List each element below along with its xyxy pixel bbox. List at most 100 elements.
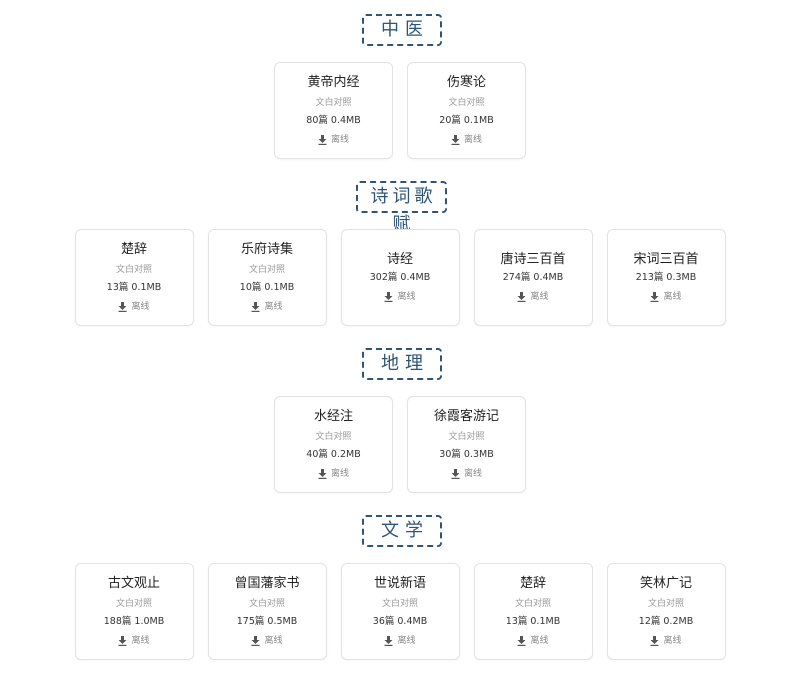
book-title: 宋词三百首 (633, 252, 699, 267)
book-subtitle: 文白对照 (448, 98, 485, 108)
offline-label: 离线 (463, 469, 482, 479)
book-title: 古文观止 (107, 576, 160, 591)
book-meta: 30篇 0.3MB (439, 449, 494, 460)
book-title: 水经注 (313, 409, 353, 424)
category-header: 中医 (362, 14, 442, 46)
offline-label: 离线 (530, 636, 549, 646)
offline-download-button[interactable]: 离线 (451, 134, 482, 146)
book-subtitle: 文白对照 (381, 599, 418, 609)
offline-download-button[interactable]: 离线 (251, 635, 283, 647)
book-title: 伤寒论 (446, 75, 486, 90)
offline-download-button[interactable]: 离线 (251, 301, 283, 313)
book-title: 乐府诗集 (240, 242, 293, 257)
offline-label: 离线 (530, 292, 549, 302)
download-icon (118, 302, 127, 312)
book-meta: 13篇 0.1MB (505, 616, 561, 627)
offline-download-button[interactable]: 离线 (517, 291, 549, 303)
book-card[interactable]: 笑林广记 文白对照 12篇 0.2MB 离线 (606, 563, 726, 660)
download-icon (251, 302, 260, 312)
offline-download-button[interactable]: 离线 (384, 635, 416, 647)
book-card[interactable]: 徐霞客游记 文白对照 30篇 0.3MB 离线 (407, 396, 526, 493)
download-icon (384, 636, 393, 646)
offline-label: 离线 (397, 292, 416, 302)
book-title: 笑林广记 (639, 576, 692, 591)
book-meta: 40篇 0.2MB (306, 449, 361, 460)
offline-download-button[interactable]: 离线 (384, 291, 416, 303)
book-title: 诗经 (386, 252, 413, 267)
offline-label: 离线 (330, 469, 349, 479)
book-subtitle: 文白对照 (248, 265, 285, 275)
offline-label: 离线 (264, 636, 283, 646)
offline-download-button[interactable]: 离线 (318, 134, 349, 146)
download-icon (517, 636, 526, 646)
book-card[interactable]: 曾国藩家书 文白对照 175篇 0.5MB 离线 (207, 563, 327, 660)
download-icon (650, 292, 659, 302)
book-list: 楚辞 文白对照 13篇 0.1MB 离线 乐府诗集 文白对照 10篇 0.1MB… (0, 229, 800, 326)
offline-download-button[interactable]: 离线 (118, 635, 150, 647)
book-card[interactable]: 楚辞 文白对照 13篇 0.1MB 离线 (473, 563, 593, 660)
book-subtitle: 文白对照 (115, 599, 152, 609)
offline-download-button[interactable]: 离线 (650, 291, 682, 303)
book-title: 曾国藩家书 (234, 576, 300, 591)
book-card[interactable]: 黄帝内经 文白对照 80篇 0.4MB 离线 (274, 62, 393, 159)
offline-label: 离线 (463, 135, 482, 145)
book-card[interactable]: 乐府诗集 文白对照 10篇 0.1MB 离线 (207, 229, 327, 326)
offline-download-button[interactable]: 离线 (517, 635, 549, 647)
book-meta: 12篇 0.2MB (638, 616, 694, 627)
download-icon (318, 469, 327, 479)
offline-label: 离线 (264, 302, 283, 312)
download-icon (118, 636, 127, 646)
book-card[interactable]: 宋词三百首 213篇 0.3MB 离线 (606, 229, 726, 326)
book-list: 黄帝内经 文白对照 80篇 0.4MB 离线 伤寒论 文白对照 20篇 0.1M… (0, 62, 800, 159)
book-title: 楚辞 (120, 242, 147, 257)
book-meta: 302篇 0.4MB (369, 272, 431, 283)
book-subtitle: 文白对照 (647, 599, 684, 609)
book-card[interactable]: 世说新语 文白对照 36篇 0.4MB 离线 (340, 563, 460, 660)
book-subtitle: 文白对照 (448, 432, 485, 442)
book-card[interactable]: 唐诗三百首 274篇 0.4MB 离线 (473, 229, 593, 326)
book-card[interactable]: 伤寒论 文白对照 20篇 0.1MB 离线 (407, 62, 526, 159)
book-subtitle: 文白对照 (315, 432, 352, 442)
book-title: 唐诗三百首 (500, 252, 566, 267)
book-meta: 10篇 0.1MB (239, 282, 295, 293)
download-icon (517, 292, 526, 302)
offline-download-button[interactable]: 离线 (318, 468, 349, 480)
download-icon (451, 469, 460, 479)
offline-label: 离线 (131, 302, 150, 312)
download-icon (251, 636, 260, 646)
book-card[interactable]: 古文观止 文白对照 188篇 1.0MB 离线 (74, 563, 194, 660)
offline-label: 离线 (397, 636, 416, 646)
download-icon (384, 292, 393, 302)
book-title: 黄帝内经 (307, 75, 360, 90)
book-subtitle: 文白对照 (514, 599, 551, 609)
book-meta: 188篇 1.0MB (103, 616, 165, 627)
download-icon (318, 135, 327, 145)
offline-download-button[interactable]: 离线 (451, 468, 482, 480)
book-card[interactable]: 诗经 302篇 0.4MB 离线 (340, 229, 460, 326)
download-icon (451, 135, 460, 145)
book-meta: 80篇 0.4MB (306, 115, 361, 126)
book-title: 楚辞 (519, 576, 546, 591)
book-meta: 13篇 0.1MB (106, 282, 162, 293)
offline-label: 离线 (663, 292, 682, 302)
book-list: 水经注 文白对照 40篇 0.2MB 离线 徐霞客游记 文白对照 30篇 0.3… (0, 396, 800, 493)
category-header: 诗词歌赋 (356, 181, 447, 235)
book-meta: 175篇 0.5MB (236, 616, 298, 627)
offline-download-button[interactable]: 离线 (650, 635, 682, 647)
offline-label: 离线 (131, 636, 150, 646)
category-header: 文学 (362, 515, 442, 547)
book-card[interactable]: 楚辞 文白对照 13篇 0.1MB 离线 (74, 229, 194, 326)
offline-download-button[interactable]: 离线 (118, 301, 150, 313)
book-list: 古文观止 文白对照 188篇 1.0MB 离线 曾国藩家书 文白对照 175篇 … (0, 563, 800, 660)
book-card[interactable]: 水经注 文白对照 40篇 0.2MB 离线 (274, 396, 393, 493)
book-meta: 36篇 0.4MB (372, 616, 428, 627)
category-header: 地理 (362, 348, 442, 380)
book-subtitle: 文白对照 (115, 265, 152, 275)
book-title: 世说新语 (373, 576, 426, 591)
book-meta: 213篇 0.3MB (635, 272, 697, 283)
offline-label: 离线 (330, 135, 349, 145)
book-subtitle: 文白对照 (248, 599, 285, 609)
book-title: 徐霞客游记 (433, 409, 499, 424)
book-meta: 274篇 0.4MB (502, 272, 564, 283)
